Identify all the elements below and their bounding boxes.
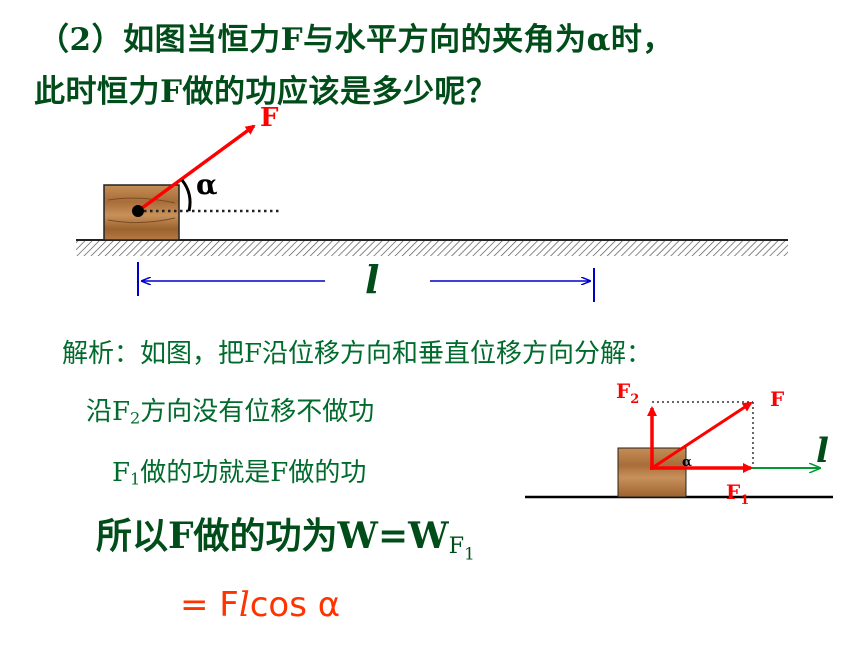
small-f1-sub: 1	[740, 493, 749, 508]
analysis-text: 解析：如图，把F沿位移方向和垂直位移方向分解：	[62, 339, 653, 369]
f2-suffix: 方向没有位移不做功	[140, 397, 375, 427]
small-angle-label: α	[682, 455, 692, 470]
top-diagram: F α l	[76, 103, 788, 302]
small-f-label: F	[770, 387, 784, 411]
force-label: F	[260, 103, 279, 133]
f1-suffix: 做的功就是F做的功	[140, 458, 367, 488]
small-f2-main: F	[616, 379, 630, 403]
question-line-1: （2）如图当恒力F与水平方向的夹角为α时，	[38, 22, 674, 58]
f2-prefix: 沿F	[86, 397, 131, 427]
result-l: l	[238, 585, 250, 625]
question-line-2: 此时恒力F做的功应该是多少呢？	[34, 74, 498, 110]
small-f1-label: F1	[726, 480, 749, 508]
angle-label: α	[196, 168, 218, 201]
small-f2-label: F2	[616, 379, 639, 407]
angle-arc	[180, 179, 192, 212]
force-application-point	[132, 205, 144, 217]
small-l-label: l	[816, 431, 829, 471]
f2-subscript: 2	[130, 408, 141, 428]
resultant-force-arrow	[651, 401, 753, 470]
wood-grain	[107, 197, 176, 224]
result-equals: = F	[180, 585, 239, 625]
small-f1-main: F	[726, 480, 740, 504]
conclusion-statement: 所以F做的功为W=WF1	[96, 507, 475, 564]
small-f2-sub: 2	[630, 392, 639, 407]
ground-hatching	[76, 240, 788, 256]
f1-prefix: F	[112, 458, 131, 488]
decomposition-diagram: α F F2 F1 l	[525, 379, 833, 508]
f2-statement: 沿F2方向没有位移不做功	[86, 391, 374, 428]
f1-subscript: 1	[130, 469, 141, 489]
conclusion-sub-1: 1	[464, 543, 475, 564]
result-formula: = Flcos α	[180, 585, 340, 625]
conclusion-prefix: 所以F做的功为W=W	[96, 515, 449, 557]
conclusion-subscript: F1	[448, 532, 475, 564]
distance-label: l	[365, 257, 379, 302]
force-arrow	[136, 124, 256, 213]
conclusion-sub-f: F	[448, 532, 465, 559]
f1-statement: F1做的功就是F做的功	[112, 452, 366, 489]
result-cos: cos α	[249, 585, 341, 625]
